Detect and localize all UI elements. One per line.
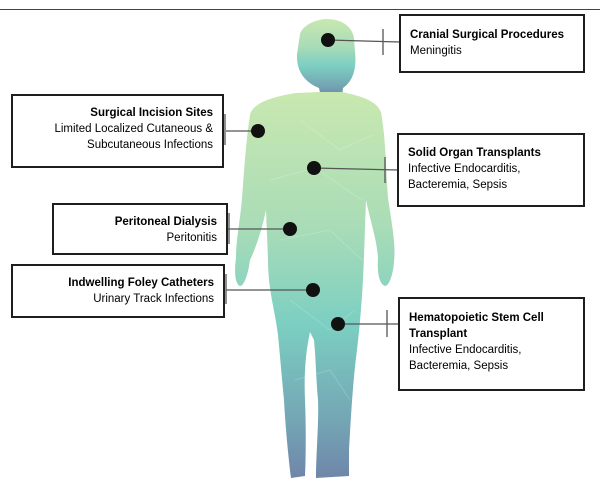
marker-cranial: [321, 33, 335, 47]
callout-description: Urinary Track Infections: [22, 291, 214, 307]
callout-title: Solid Organ Transplants: [408, 145, 574, 161]
callout-description: Infective Endocarditis, Bacteremia, Seps…: [409, 342, 574, 374]
marker-incision: [251, 124, 265, 138]
callout-title: Peritoneal Dialysis: [63, 214, 217, 230]
human-silhouette: [235, 19, 394, 478]
callout-description: Infective Endocarditis, Bacteremia, Seps…: [408, 161, 574, 193]
callout-incision: Surgical Incision Sites Limited Localize…: [11, 94, 224, 168]
callout-title: Surgical Incision Sites: [22, 105, 213, 121]
callout-description: Meningitis: [410, 43, 574, 59]
callout-dialysis: Peritoneal Dialysis Peritonitis: [52, 203, 228, 255]
callout-title: Cranial Surgical Procedures: [410, 27, 574, 43]
callout-description: Peritonitis: [63, 230, 217, 246]
callout-foley: Indwelling Foley Catheters Urinary Track…: [11, 264, 225, 318]
marker-stemcell: [331, 317, 345, 331]
callout-cranial: Cranial Surgical Procedures Meningitis: [399, 14, 585, 73]
callout-title: Indwelling Foley Catheters: [22, 275, 214, 291]
callout-description: Limited Localized Cutaneous & Subcutaneo…: [22, 121, 213, 153]
callout-organ: Solid Organ Transplants Infective Endoca…: [397, 133, 585, 207]
marker-dialysis: [283, 222, 297, 236]
callout-stemcell: Hematopoietic Stem Cell Transplant Infec…: [398, 297, 585, 391]
head-and-neck: [297, 19, 356, 97]
callout-title: Hematopoietic Stem Cell Transplant: [409, 310, 574, 342]
marker-organ: [307, 161, 321, 175]
marker-foley: [306, 283, 320, 297]
